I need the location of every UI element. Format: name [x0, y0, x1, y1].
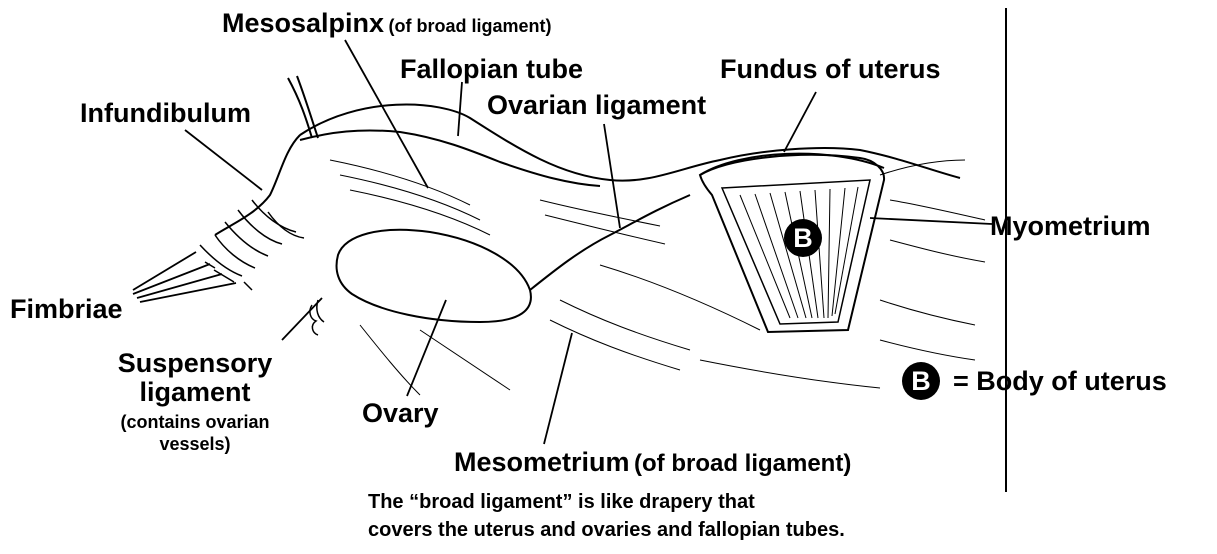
- label-fallopian-tube: Fallopian tube: [400, 56, 583, 83]
- leader-fundus: [784, 92, 816, 152]
- suspensory-ligament-stubs: [310, 300, 324, 335]
- label-suspensory-ligament: Suspensory ligament (contains ovarian ve…: [90, 350, 300, 453]
- label-mesometrium-main: Mesometrium: [454, 447, 630, 477]
- legend-badge: B: [902, 362, 940, 400]
- label-suspensory-note2: vessels): [90, 435, 300, 453]
- caption-line-2: covers the uterus and ovaries and fallop…: [368, 520, 845, 540]
- label-fimbriae: Fimbriae: [10, 296, 123, 323]
- leader-myometrium: [870, 218, 992, 224]
- infundibulum-stalk: [288, 76, 318, 138]
- leader-fallopian-tube: [458, 82, 462, 136]
- label-ovary: Ovary: [362, 400, 439, 427]
- label-mesometrium-sub: (of broad ligament): [634, 450, 851, 477]
- label-fundus: Fundus of uterus: [720, 56, 940, 83]
- leader-mesometrium: [544, 333, 572, 444]
- label-mesosalpinx-main: Mesosalpinx: [222, 8, 384, 38]
- leader-ovarian-ligament: [604, 124, 620, 228]
- ligament-hatching: [330, 160, 985, 395]
- label-myometrium: Myometrium: [990, 213, 1151, 240]
- leader-ovary: [407, 300, 446, 396]
- label-suspensory-line2: ligament: [90, 379, 300, 406]
- leader-fimbriae-2: [133, 264, 210, 294]
- ovarian-ligament-contour: [530, 195, 690, 290]
- label-suspensory-note1: (contains ovarian: [90, 413, 300, 431]
- leader-infundibulum: [185, 130, 262, 190]
- caption-line-1: The “broad ligament” is like drapery tha…: [368, 492, 755, 512]
- label-ovarian-ligament: Ovarian ligament: [487, 92, 706, 119]
- label-mesosalpinx-sub: (of broad ligament): [389, 16, 552, 36]
- broad-ligament-outline: [215, 105, 960, 235]
- label-suspensory-line1: Suspensory: [90, 350, 300, 377]
- ovary-outline: [337, 230, 531, 322]
- label-mesosalpinx: Mesosalpinx (of broad ligament): [222, 10, 552, 37]
- badge-body-of-uterus: B: [784, 219, 822, 257]
- legend-text: = Body of uterus: [953, 368, 1167, 395]
- fallopian-tube-contour: [300, 130, 600, 186]
- label-mesometrium: Mesometrium (of broad ligament): [454, 449, 851, 476]
- label-infundibulum: Infundibulum: [80, 100, 251, 127]
